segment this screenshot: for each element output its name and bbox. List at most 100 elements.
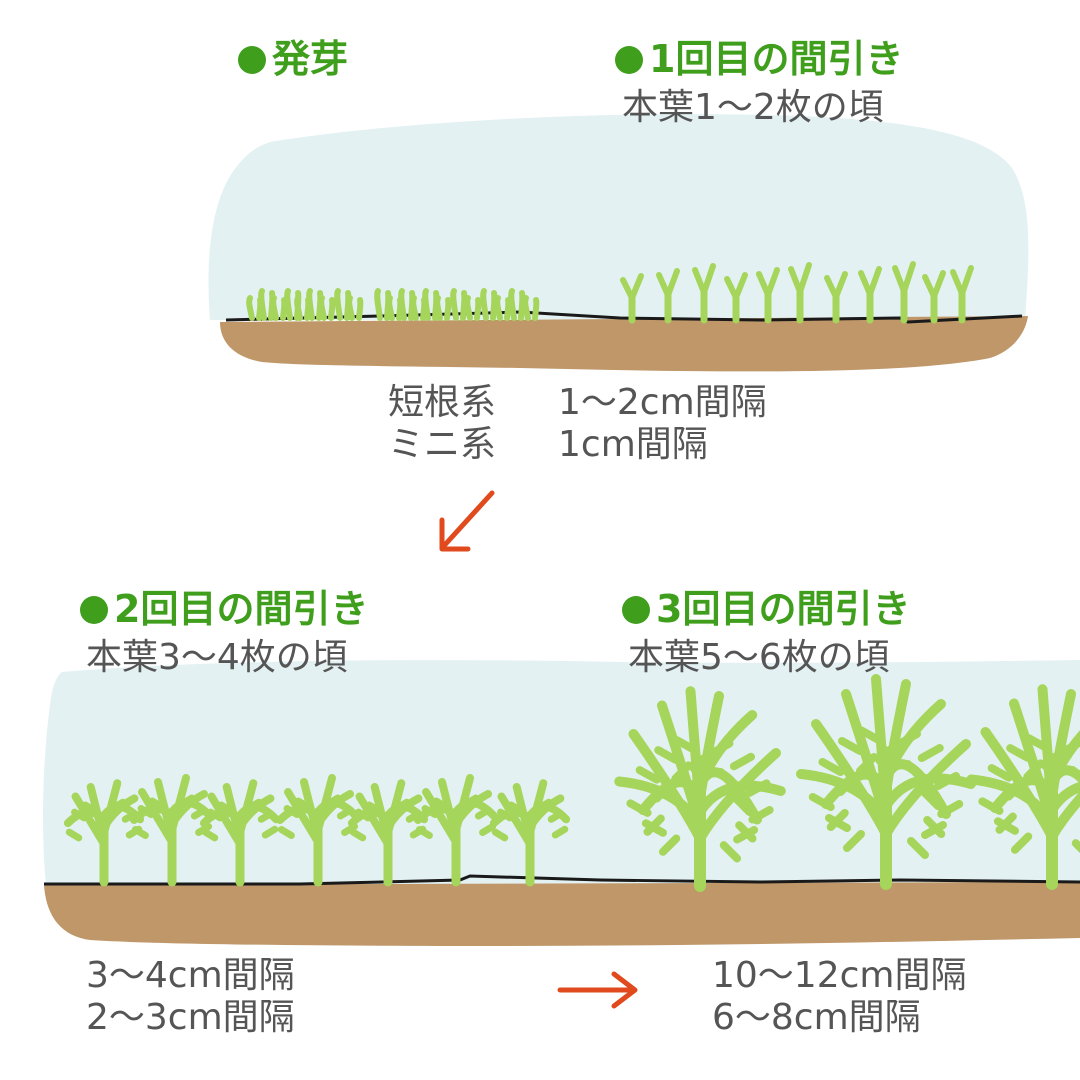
seedling-leaf xyxy=(901,261,916,295)
big-leaflet xyxy=(856,753,878,775)
stage-thinning2-title: 2回目の間引き xyxy=(80,590,368,628)
sprout xyxy=(306,288,315,321)
sprout xyxy=(410,295,419,321)
sprout xyxy=(346,295,355,321)
bullet-dot-icon xyxy=(238,46,266,74)
seedling-leaf xyxy=(733,272,748,301)
sprout xyxy=(258,288,267,321)
seedling-leaf xyxy=(665,268,680,299)
big-leaflet xyxy=(635,766,661,784)
sprout xyxy=(504,297,512,321)
big-branch xyxy=(638,777,705,815)
big-leaflet xyxy=(921,821,947,839)
plant-leaflet xyxy=(479,823,497,836)
spacing-second-note: 3～4cm間隔 2～3cm間隔 xyxy=(86,955,295,1039)
sprout xyxy=(398,288,407,321)
bottom-ground-line xyxy=(44,874,1080,886)
seedling-leaf xyxy=(765,267,780,298)
big-leaflet xyxy=(672,736,698,754)
stage-thinning3-title: 3回目の間引き xyxy=(622,590,910,628)
big-branch xyxy=(821,769,891,809)
seedling-leaf xyxy=(701,263,716,296)
spacing-third-line1: 10～12cm間隔 xyxy=(712,955,967,996)
big-leaflet xyxy=(1024,734,1050,752)
seedling-leaf xyxy=(629,273,644,301)
sprout xyxy=(532,297,540,321)
plant-leaflet xyxy=(201,828,219,842)
big-leaflet xyxy=(917,744,944,762)
plant-leaflet xyxy=(65,828,83,842)
stage-thinning2-subtitle: 本葉3～4枚の頃 xyxy=(86,637,348,678)
sprout xyxy=(434,295,443,321)
big-leaflet xyxy=(729,752,756,771)
stage-thinning3-subtitle: 本葉5～6枚の頃 xyxy=(628,637,890,678)
plant-leaflet xyxy=(131,826,149,839)
sprout xyxy=(386,295,395,321)
seedling-leaf xyxy=(797,262,812,295)
bottom-panel xyxy=(43,660,1080,946)
big-branch xyxy=(881,759,951,819)
seedling-leaf xyxy=(931,270,946,300)
top-panel xyxy=(208,114,1029,372)
plant-branch xyxy=(314,799,360,820)
plant-leaflet xyxy=(277,826,295,839)
spacing-third-note: 10～12cm間隔 6～8cm間隔 xyxy=(712,955,966,1039)
big-branch xyxy=(1047,791,1080,842)
sprout xyxy=(318,295,327,321)
spacing-second-line1: 3～4cm間隔 xyxy=(86,955,295,996)
big-leaflet xyxy=(671,761,693,783)
sprout xyxy=(328,297,336,321)
spacing-first-row2-label: ミニ系 xyxy=(388,424,497,465)
sprout xyxy=(280,297,288,321)
plant-branch xyxy=(130,804,176,824)
sprout xyxy=(480,288,489,321)
bottom-sky xyxy=(43,660,1080,885)
bullet-dot-icon xyxy=(615,46,643,74)
plant-branch xyxy=(452,799,498,820)
plant-leaflet xyxy=(341,823,359,836)
seedling-leaf xyxy=(833,271,848,300)
top-sky xyxy=(208,114,1029,320)
top-soil xyxy=(220,316,1028,372)
sprout xyxy=(294,295,303,321)
spacing-second-line2: 2～3cm間隔 xyxy=(86,997,295,1038)
plant-leaflet xyxy=(551,825,569,839)
plant-leaflet xyxy=(415,826,433,839)
big-leaflet xyxy=(843,830,865,852)
big-leaflet xyxy=(993,817,1019,835)
big-leaflet xyxy=(1023,759,1045,781)
stage-thinning1-subtitle: 本葉1～2枚の頃 xyxy=(622,87,884,128)
sprout xyxy=(246,295,255,321)
sprout xyxy=(460,290,468,321)
big-leaflet xyxy=(907,837,929,859)
sprout xyxy=(518,290,526,321)
big-branch xyxy=(881,739,971,839)
big-branch xyxy=(881,679,911,797)
big-leaflet xyxy=(719,841,742,863)
sprout xyxy=(334,288,343,321)
big-branch xyxy=(1047,781,1080,815)
spacing-third-line2: 6～8cm間隔 xyxy=(712,997,921,1038)
big-leaflet xyxy=(857,726,884,745)
sprout xyxy=(522,295,531,321)
bottom-plants xyxy=(63,674,1080,892)
big-leaflet xyxy=(1010,832,1033,854)
sprout xyxy=(284,288,293,321)
plant-leaflet xyxy=(491,828,509,842)
big-leaflet xyxy=(654,746,680,764)
bottom-soil xyxy=(44,882,1080,946)
arrow-down-left-icon xyxy=(439,490,495,552)
sprout xyxy=(474,297,482,321)
big-branch xyxy=(695,691,724,804)
big-leaflet xyxy=(641,819,667,837)
stage-germination-title: 発芽 xyxy=(238,40,348,78)
plant-branch xyxy=(526,802,571,824)
sprout xyxy=(270,295,279,321)
plant-leaflet xyxy=(261,825,279,839)
big-branch xyxy=(1047,689,1076,802)
arrow-right-icon xyxy=(557,971,638,1009)
sprout xyxy=(490,290,498,321)
sprout xyxy=(494,295,503,321)
